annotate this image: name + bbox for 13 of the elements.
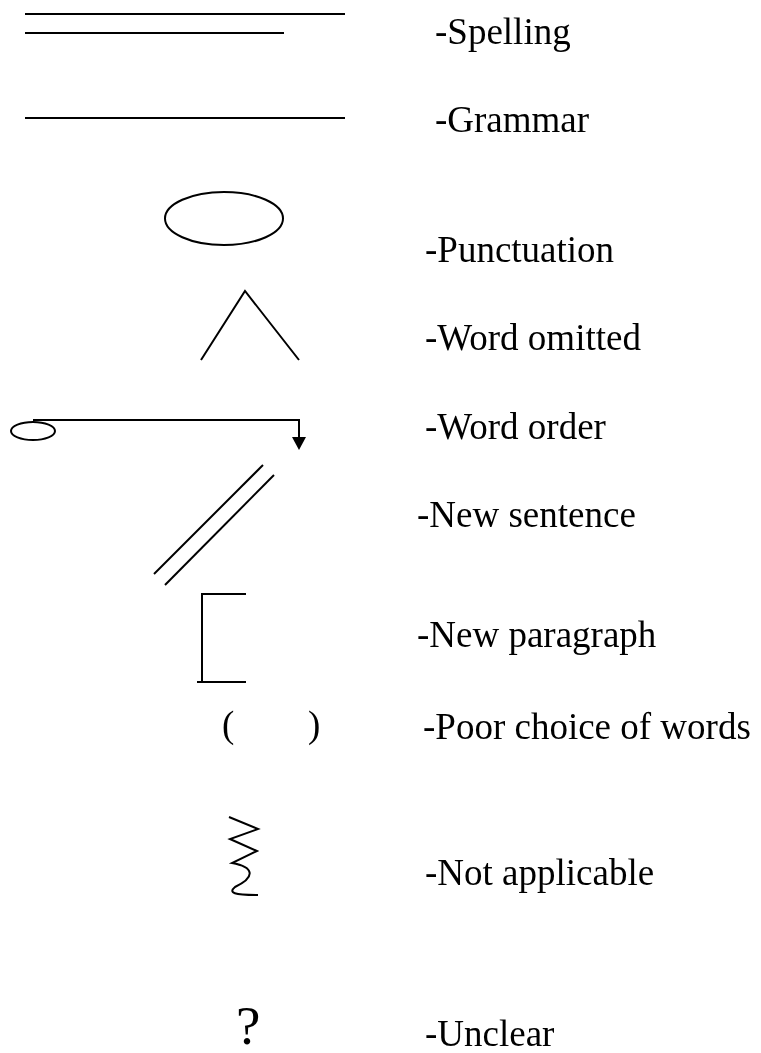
proofreading-mark: ) (308, 707, 321, 743)
legend-text: -New paragraph (417, 616, 657, 653)
legend-text: -Word order (425, 408, 606, 445)
legend-text: -Not applicable (425, 854, 655, 891)
legend-text: -Spelling (435, 13, 571, 50)
legend-text: -New sentence (417, 496, 636, 533)
legend-text: -Unclear (425, 1015, 555, 1052)
legend-text: -Grammar (435, 101, 590, 138)
legend-text: -Poor choice of words (423, 708, 751, 745)
legend-text: -Word omitted (425, 319, 641, 356)
proofreading-mark: ( (222, 707, 235, 743)
legend-text: -Punctuation (425, 231, 615, 268)
proofreading-mark: ? (236, 1000, 261, 1053)
